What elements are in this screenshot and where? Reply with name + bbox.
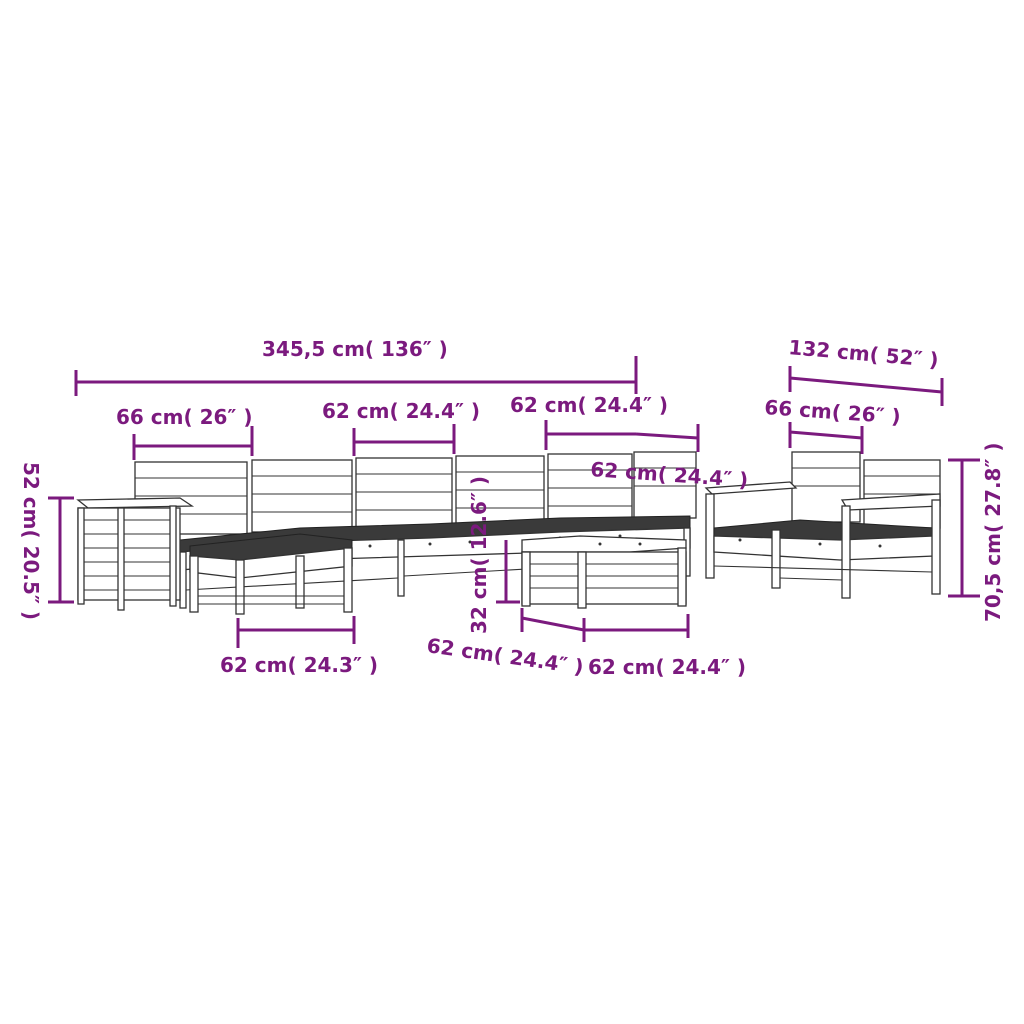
label-right-total-width: 132 cm( 52″ ) <box>788 335 940 372</box>
label-table-depth: 62 cm( 24.4″ ) <box>425 633 585 679</box>
label-right-height: 70,5 cm( 27.8″ ) <box>981 443 1005 623</box>
furniture-illustration <box>76 451 941 615</box>
storage-box <box>76 497 195 611</box>
label-middle-width: 62 cm( 24.4″ ) <box>322 399 480 423</box>
label-storage-height: 52 cm( 20.5″ ) <box>19 462 43 620</box>
footstool <box>189 533 353 615</box>
label-table-width: 62 cm( 24.4″ ) <box>588 655 746 679</box>
label-table-height: 32 cm( 12.6″ ) <box>467 476 491 634</box>
coffee-table <box>521 535 687 609</box>
label-total-width: 345,5 cm( 136″ ) <box>262 337 448 361</box>
label-footstool-width: 62 cm( 24.3″ ) <box>220 653 378 677</box>
label-right-corner-width: 66 cm( 26″ ) <box>764 395 902 428</box>
sofa-backrests <box>134 451 697 535</box>
dimension-lines <box>48 356 980 648</box>
label-corner-width: 66 cm( 26″ ) <box>116 405 252 429</box>
right-sofa-set <box>704 451 941 599</box>
label-end-width: 62 cm( 24.4″ ) <box>510 393 668 417</box>
